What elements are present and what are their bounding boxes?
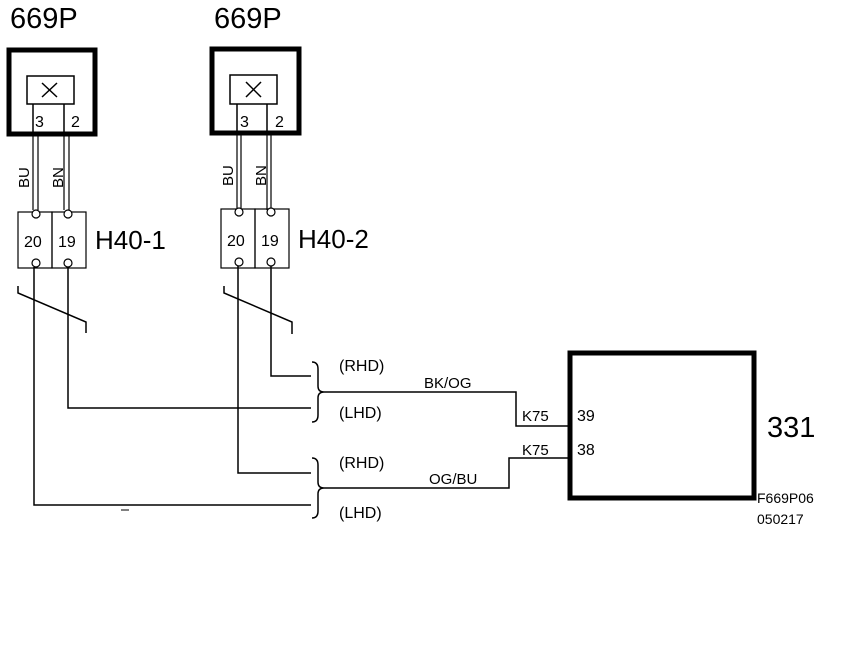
connector-k75-lower: K75 bbox=[522, 442, 549, 459]
variant-rhd-bottom: (RHD) bbox=[339, 455, 384, 472]
connector-label-h40-2: H40-2 bbox=[298, 224, 369, 254]
connector2-pin-20: 20 bbox=[227, 233, 245, 250]
connector1-pin-20: 20 bbox=[24, 234, 42, 251]
wire-color-bn-right: BN bbox=[253, 165, 270, 186]
pin-label-3-right: 3 bbox=[240, 114, 249, 131]
connector-label-h40-1: H40-1 bbox=[95, 225, 166, 255]
figure-reference: F669P06 bbox=[757, 490, 814, 506]
pin-label-3-left: 3 bbox=[35, 114, 44, 131]
wire-color-og-bu: OG/BU bbox=[429, 471, 477, 488]
variant-rhd-top: (RHD) bbox=[339, 358, 384, 375]
module-label-331: 331 bbox=[767, 412, 815, 444]
pin-label-2-right: 2 bbox=[275, 114, 284, 131]
pin-label-2-left: 2 bbox=[71, 114, 80, 131]
component-label-right: 669P bbox=[214, 3, 282, 35]
component-label-left: 669P bbox=[10, 3, 78, 35]
wire-color-bu-right: BU bbox=[220, 165, 237, 186]
connector-h40-1 bbox=[17, 209, 87, 269]
wire-color-bn-left: BN bbox=[50, 167, 67, 188]
component-669p-left bbox=[6, 47, 98, 137]
brace-bottom bbox=[311, 457, 325, 519]
figure-date: 050217 bbox=[757, 511, 804, 527]
connector-k75-upper: K75 bbox=[522, 408, 549, 425]
wire-color-bk-og: BK/OG bbox=[424, 375, 472, 392]
break-markers bbox=[17, 286, 293, 334]
brace-top bbox=[311, 361, 325, 423]
module-pin-38: 38 bbox=[577, 442, 595, 459]
connector1-pin-19: 19 bbox=[58, 234, 76, 251]
component-669p-right bbox=[209, 46, 302, 136]
module-331-box bbox=[567, 350, 757, 501]
module-pin-39: 39 bbox=[577, 408, 595, 425]
variant-lhd-top: (LHD) bbox=[339, 405, 382, 422]
connector2-pin-19: 19 bbox=[261, 233, 279, 250]
wire-color-bu-left: BU bbox=[16, 167, 33, 188]
wires-to-module bbox=[324, 391, 570, 489]
wires-lower bbox=[33, 266, 311, 506]
variant-lhd-bottom: (LHD) bbox=[339, 505, 382, 522]
wires-upper bbox=[32, 133, 272, 210]
